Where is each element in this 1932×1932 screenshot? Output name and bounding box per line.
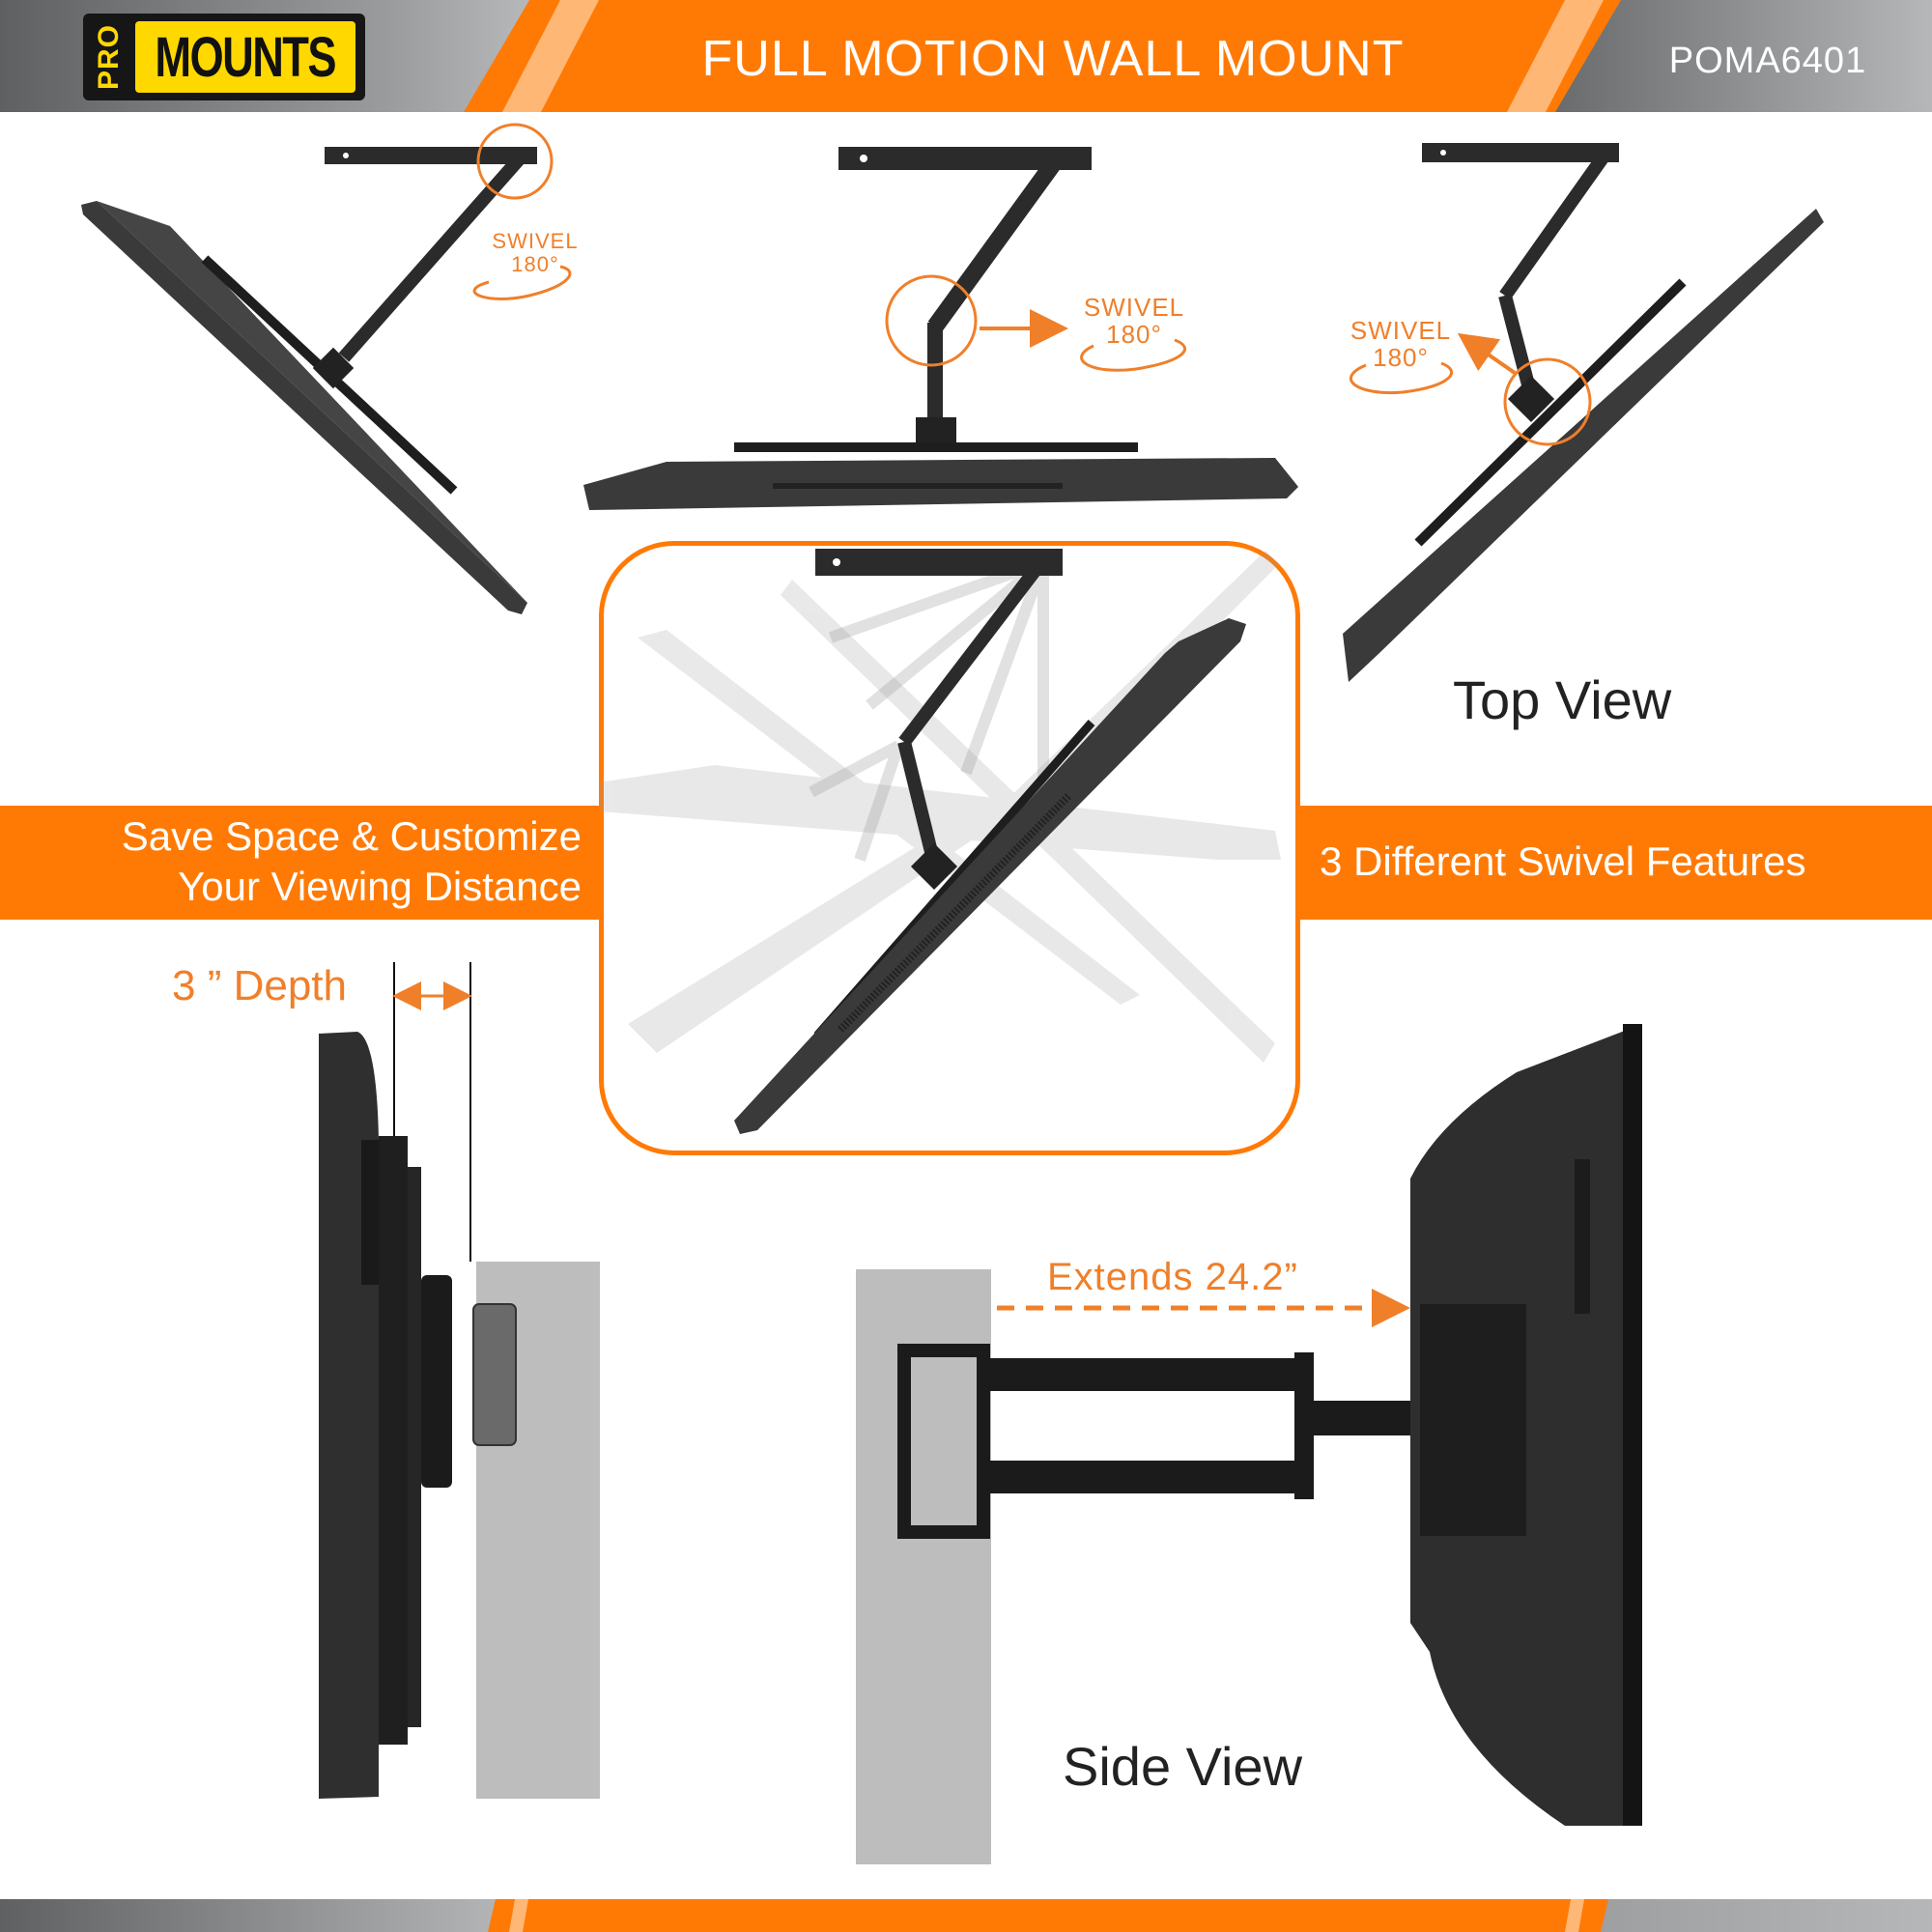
depth-view-illustration xyxy=(319,962,600,1799)
swivel-highlight-circle-3 xyxy=(1503,357,1592,446)
feature-banner-right-text: 3 Different Swivel Features xyxy=(1320,838,1806,884)
swivel-rotate-icon-3 xyxy=(1350,361,1453,395)
feature-banner-left-line2: Your Viewing Distance xyxy=(178,864,582,909)
swivel-callout-2-angle: 180° xyxy=(1106,320,1162,349)
depth-view-wall-plate xyxy=(472,1303,517,1446)
swivel-pointer-arrow-3 xyxy=(1457,332,1517,375)
depth-view-tv-back-panel xyxy=(408,1167,421,1727)
header-orange-band xyxy=(464,0,1662,112)
swivel-rotate-icon-1 xyxy=(472,265,572,300)
side-view-illustration xyxy=(856,1024,1642,1864)
page-title: FULL MOTION WALL MOUNT xyxy=(701,31,1405,87)
depth-label: 3 ” Depth xyxy=(172,962,347,1009)
swivel-callout-1-title: SWIVEL xyxy=(492,229,579,253)
footer-orange-band xyxy=(488,1899,1608,1932)
swivel-callout-2-title: SWIVEL xyxy=(1083,293,1185,322)
swivel-arm-lower xyxy=(897,740,940,862)
swivel-callout-3-angle: 180° xyxy=(1373,343,1429,372)
wall-plate-hole xyxy=(833,558,840,566)
brand-logo-pro: PRO xyxy=(91,21,128,93)
side-view-wall-bracket xyxy=(897,1344,990,1539)
swivel-callout-3-title: SWIVEL xyxy=(1350,316,1452,345)
swivel-rotate-icon-2 xyxy=(1080,338,1187,372)
top-view-label: Top View xyxy=(1453,669,1672,730)
wall-plate xyxy=(815,549,1063,576)
swivel-callout-3: SWIVEL 180° xyxy=(1343,317,1459,371)
brand-logo-pro-text: PRO xyxy=(93,23,126,91)
swivel-highlight-circle-2 xyxy=(885,274,978,367)
swivel-highlight-circle-1 xyxy=(476,123,554,200)
feature-banner-right xyxy=(1300,806,1932,920)
swivel-range-illustration xyxy=(599,549,1281,1134)
side-view-label: Side View xyxy=(1063,1736,1303,1797)
top-view-tv-center xyxy=(583,147,1298,510)
side-view-arm-lower xyxy=(985,1461,1304,1493)
side-view-arm-upper xyxy=(985,1358,1304,1391)
tv-vent xyxy=(838,793,1071,1033)
top-view-illustrations xyxy=(81,123,1824,682)
top-view-tv-right xyxy=(1343,143,1824,682)
feature-banner-left xyxy=(0,806,601,920)
model-number: POMA6401 xyxy=(1668,41,1867,81)
brand-logo-mounts: MOUNTS xyxy=(135,21,355,93)
depth-view-tv-back xyxy=(379,1136,408,1745)
depth-view-bracket xyxy=(421,1275,452,1488)
side-view-wall xyxy=(856,1269,991,1864)
feature-banner-left-text: Save Space & Customize Your Viewing Dist… xyxy=(19,811,582,912)
footer-accent-stripe-left xyxy=(509,1899,528,1932)
footer-accent-stripe-right xyxy=(1565,1899,1584,1932)
ghost-tv-positions xyxy=(599,551,1281,1063)
side-view-arm-joint xyxy=(1294,1352,1314,1499)
feature-banner-left-line1: Save Space & Customize xyxy=(121,813,582,859)
brand-logo-mounts-text: MOUNTS xyxy=(155,25,337,89)
header-gray-band-right xyxy=(1555,0,1932,112)
swivel-callout-1-angle: 180° xyxy=(511,252,559,276)
swivel-callout-2: SWIVEL 180° xyxy=(1076,294,1192,348)
tv-bracket xyxy=(910,842,958,891)
extension-label: Extends 24.2” xyxy=(1047,1256,1298,1298)
side-view-tv-bezel xyxy=(1623,1024,1642,1826)
top-view-tv-left xyxy=(81,147,537,614)
side-view-tv-vent xyxy=(1575,1159,1590,1314)
swivel-arm-upper xyxy=(898,557,1047,747)
depth-view-tv-vent xyxy=(361,1140,383,1285)
side-view-tv-bracket xyxy=(1420,1304,1526,1536)
swivel-callout-1: SWIVEL 180° xyxy=(477,230,593,276)
